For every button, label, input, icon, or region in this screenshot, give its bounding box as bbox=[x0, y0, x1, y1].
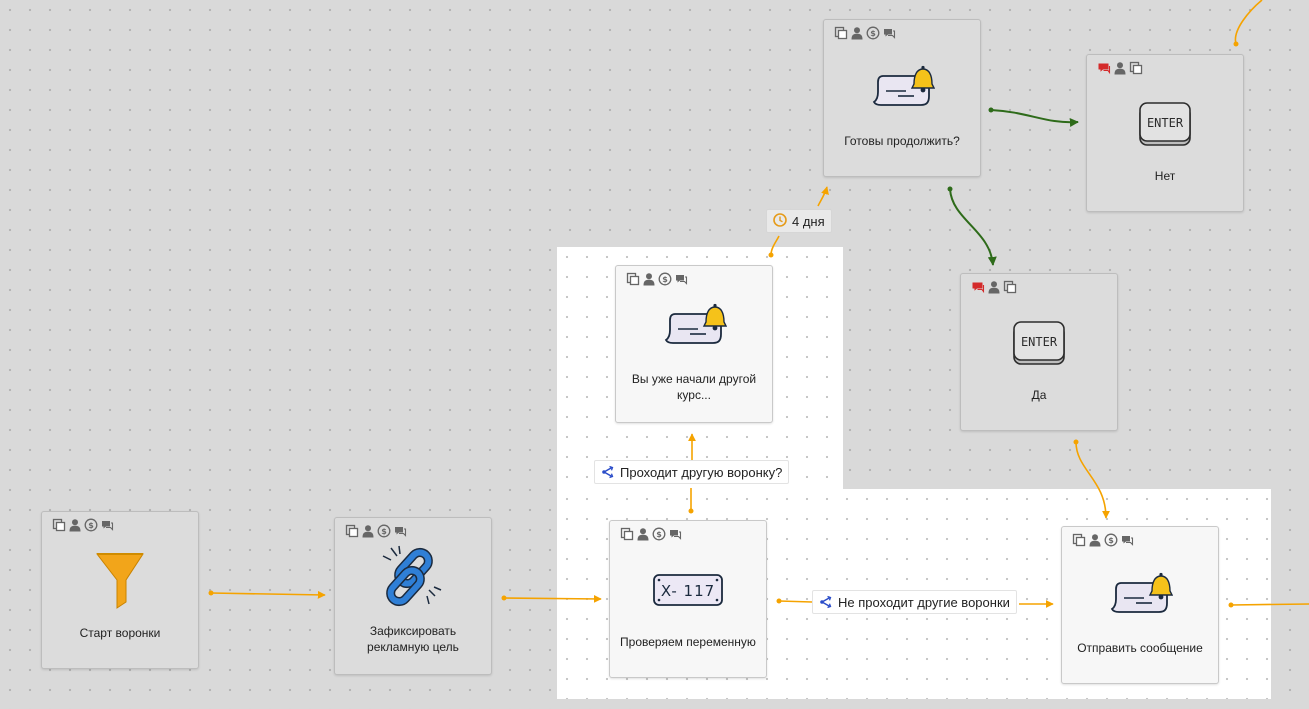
dollar-icon[interactable]: $ bbox=[866, 26, 880, 40]
node-toolbar: $ bbox=[626, 272, 688, 286]
copy-icon[interactable] bbox=[1003, 280, 1017, 294]
copy-icon[interactable] bbox=[1072, 533, 1086, 547]
dollar-icon[interactable]: $ bbox=[1104, 533, 1118, 547]
chat-icon[interactable] bbox=[100, 518, 114, 532]
dollar-icon[interactable]: $ bbox=[377, 524, 391, 538]
node-label: Да bbox=[1031, 388, 1047, 402]
svg-text:$: $ bbox=[662, 275, 668, 284]
user-icon[interactable] bbox=[1088, 533, 1102, 547]
variable-icon: X- 117 bbox=[610, 573, 766, 607]
node-label: Отправить сообщение bbox=[1077, 641, 1203, 655]
dollar-icon[interactable]: $ bbox=[652, 527, 666, 541]
dollar-icon[interactable]: $ bbox=[658, 272, 672, 286]
node-label: Готовы продолжить? bbox=[844, 134, 960, 148]
svg-text:ENTER: ENTER bbox=[1147, 116, 1184, 130]
message-bell-icon bbox=[1062, 569, 1218, 621]
copy-icon[interactable] bbox=[52, 518, 66, 532]
node-send-message[interactable]: $ Отправить сообщение bbox=[1061, 526, 1219, 684]
edge-label-text: 4 дня bbox=[792, 213, 825, 229]
message-bell-icon bbox=[824, 62, 980, 114]
split-icon bbox=[819, 595, 833, 609]
copy-icon[interactable] bbox=[626, 272, 640, 286]
node-toolbar bbox=[1097, 61, 1143, 75]
node-other-course-message[interactable]: $ Вы уже начали другой курс... bbox=[615, 265, 773, 423]
node-label: Нет bbox=[1154, 169, 1176, 183]
chat-icon[interactable] bbox=[393, 524, 407, 538]
node-ad-goal[interactable]: $ Зафиксировать рекламную цель bbox=[334, 517, 492, 675]
chat-icon[interactable] bbox=[668, 527, 682, 541]
copy-icon[interactable] bbox=[1129, 61, 1143, 75]
svg-text:$: $ bbox=[381, 527, 387, 536]
node-label: Вы уже начали другой курс... bbox=[631, 372, 757, 402]
node-toolbar: $ bbox=[345, 524, 407, 538]
svg-text:ENTER: ENTER bbox=[1021, 335, 1058, 349]
svg-text:$: $ bbox=[88, 521, 94, 530]
user-icon[interactable] bbox=[361, 524, 375, 538]
edge-delay-to-ready bbox=[817, 186, 829, 207]
copy-icon[interactable] bbox=[345, 524, 359, 538]
user-icon[interactable] bbox=[850, 26, 864, 40]
edge-ready-to-yes bbox=[949, 188, 997, 266]
copy-icon[interactable] bbox=[834, 26, 848, 40]
node-toolbar: $ bbox=[52, 518, 114, 532]
edge-label-text: Проходит другую воронку? bbox=[620, 464, 783, 480]
user-icon[interactable] bbox=[636, 527, 650, 541]
node-toolbar: $ bbox=[834, 26, 896, 40]
user-icon[interactable] bbox=[1113, 61, 1127, 75]
clock-icon bbox=[773, 212, 787, 230]
enter-key-icon: ENTER bbox=[961, 320, 1117, 366]
node-toolbar: $ bbox=[1072, 533, 1134, 547]
chat-error-icon[interactable] bbox=[971, 280, 985, 294]
edge-start-to-goal bbox=[210, 590, 326, 599]
edge-ready-to-no bbox=[990, 109, 1079, 127]
edge-label-other-funnel[interactable]: Проходит другую воронку? bbox=[594, 460, 790, 484]
edge-label-not-other-funnels[interactable]: Не проходит другие воронки bbox=[812, 590, 1017, 614]
node-answer-no[interactable]: ENTER Нет bbox=[1086, 54, 1244, 212]
svg-text:X- 117: X- 117 bbox=[661, 582, 715, 600]
user-icon[interactable] bbox=[642, 272, 656, 286]
edge-top-to-no bbox=[1234, 0, 1263, 45]
dollar-icon[interactable]: $ bbox=[84, 518, 98, 532]
chain-link-icon bbox=[335, 544, 491, 608]
user-icon[interactable] bbox=[68, 518, 82, 532]
node-toolbar bbox=[971, 280, 1017, 294]
enter-key-icon: ENTER bbox=[1087, 101, 1243, 147]
message-bell-icon bbox=[616, 300, 772, 352]
funnel-icon bbox=[42, 550, 198, 612]
node-check-variable[interactable]: $ X- 117 Проверяем переменную bbox=[609, 520, 767, 678]
user-icon[interactable] bbox=[987, 280, 1001, 294]
chat-error-icon[interactable] bbox=[1097, 61, 1111, 75]
node-start-funnel[interactable]: $ Старт воронки bbox=[41, 511, 199, 669]
node-answer-yes[interactable]: ENTER Да bbox=[960, 273, 1118, 431]
chat-icon[interactable] bbox=[674, 272, 688, 286]
chat-icon[interactable] bbox=[882, 26, 896, 40]
node-ready-message[interactable]: $ Готовы продолжить? bbox=[823, 19, 981, 177]
chat-icon[interactable] bbox=[1120, 533, 1134, 547]
svg-text:$: $ bbox=[870, 29, 876, 38]
node-label: Старт воронки bbox=[79, 626, 161, 640]
edge-label-text: Не проходит другие воронки bbox=[838, 594, 1010, 610]
node-label: Зафиксировать рекламную цель bbox=[367, 624, 459, 654]
split-icon bbox=[601, 465, 615, 479]
node-label: Проверяем переменную bbox=[620, 635, 756, 649]
svg-text:$: $ bbox=[1108, 536, 1114, 545]
svg-text:$: $ bbox=[656, 530, 662, 539]
edge-label-delay[interactable]: 4 дня bbox=[766, 209, 832, 233]
node-toolbar: $ bbox=[620, 527, 682, 541]
copy-icon[interactable] bbox=[620, 527, 634, 541]
